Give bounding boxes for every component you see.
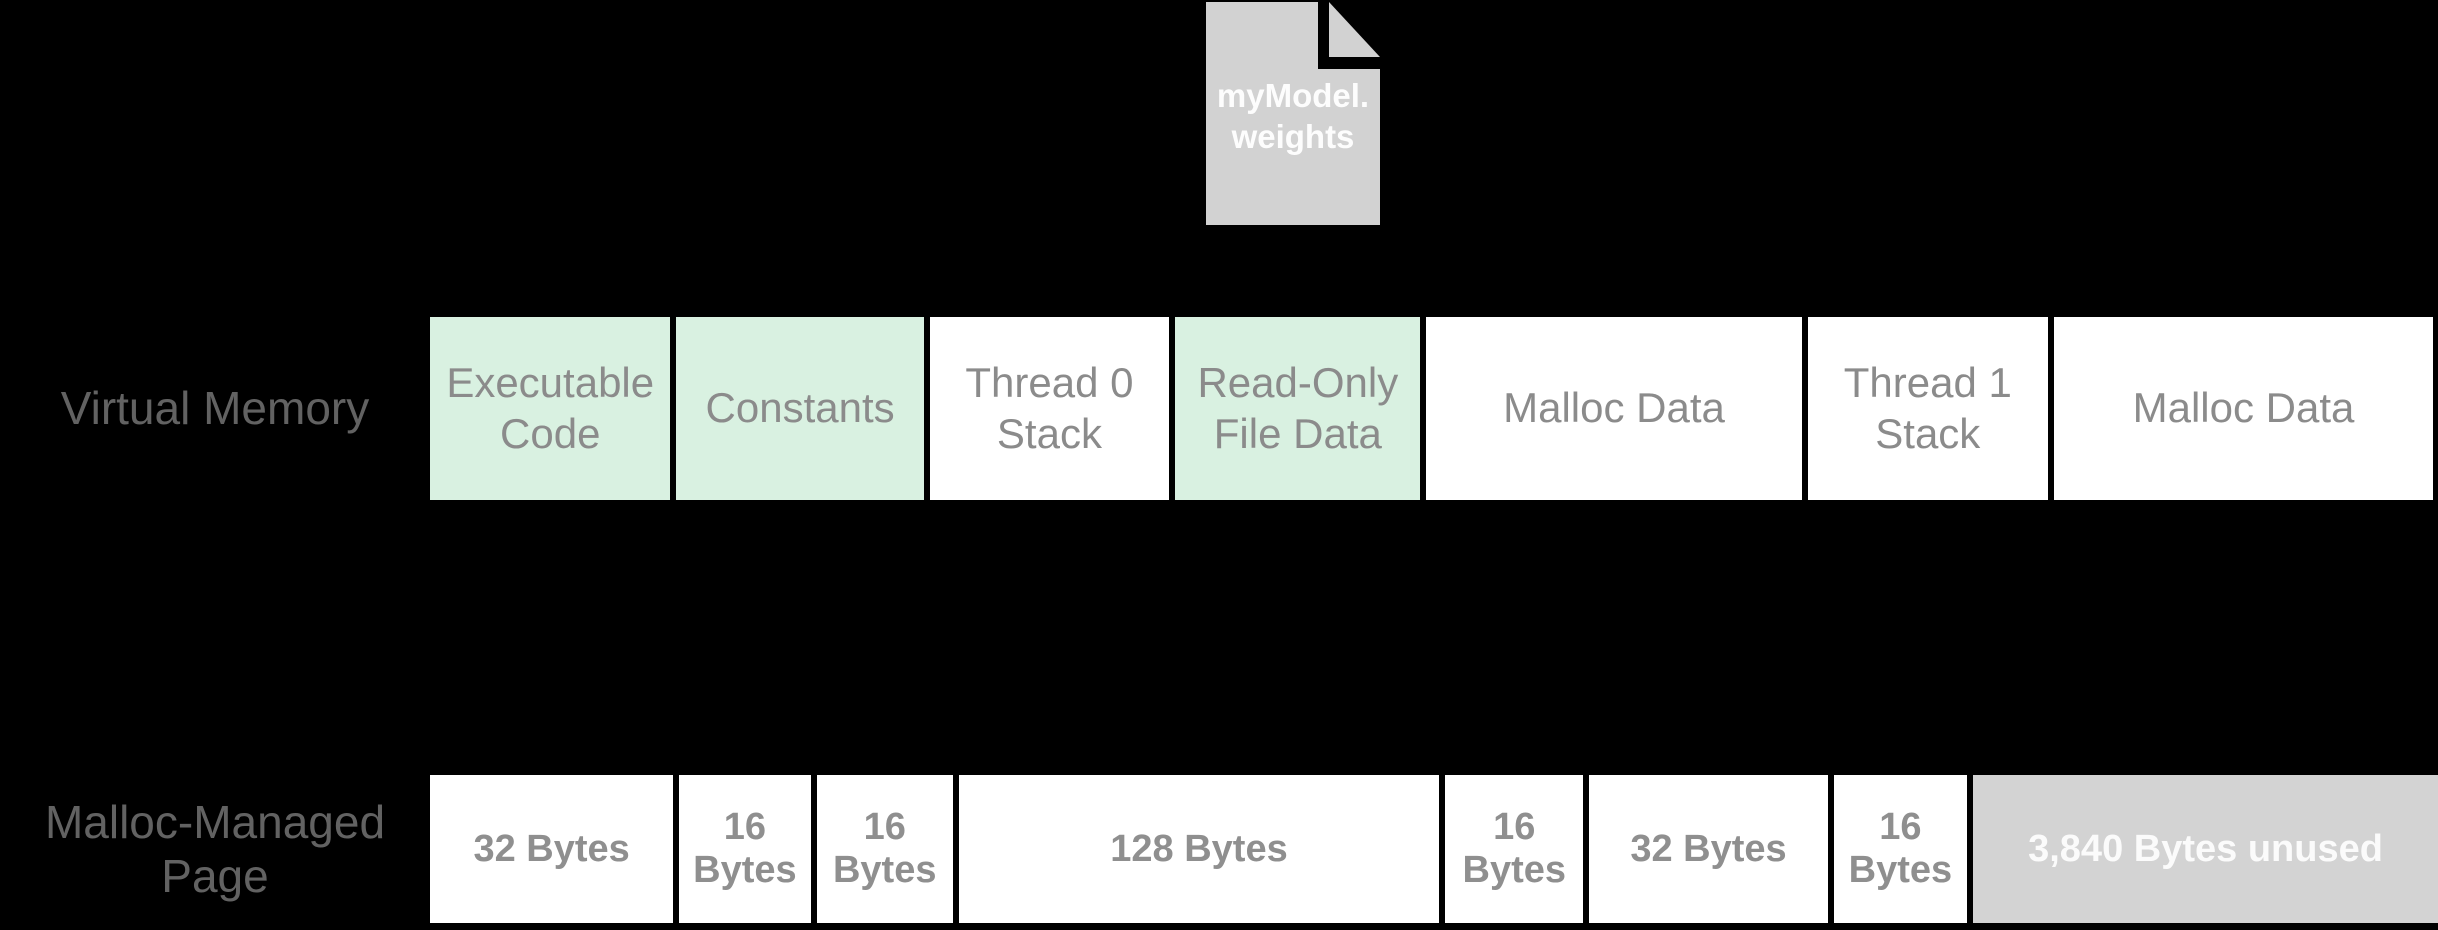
file-name-line1: myModel. xyxy=(1216,77,1370,115)
malloc-managed-page-segment: 128 Bytes xyxy=(958,775,1440,923)
virtual-memory-segment: Malloc Data xyxy=(1426,317,1802,500)
document-fold-corner-shape xyxy=(1329,2,1380,57)
virtual-memory-segment: Thread 0 Stack xyxy=(929,317,1170,500)
segment-label: 16 Bytes xyxy=(832,806,937,891)
segment-label: Thread 0 Stack xyxy=(965,359,1134,457)
malloc-managed-page-segment: 16 Bytes xyxy=(1833,775,1968,923)
file-icon-label: myModel. weights xyxy=(1206,2,1380,225)
document-body-shape xyxy=(1206,2,1380,225)
malloc-managed-page-segment: 16 Bytes xyxy=(1445,775,1584,923)
document-icon xyxy=(1206,2,1380,225)
segment-label: Executable Code xyxy=(446,359,655,457)
segment-label: Thread 1 Stack xyxy=(1843,359,2012,457)
segment-label: 32 Bytes xyxy=(473,827,630,870)
malloc-managed-page-segment: 32 Bytes xyxy=(430,775,674,923)
segment-label: Malloc Data xyxy=(1503,384,1725,432)
segment-label: Constants xyxy=(705,384,895,432)
segment-label: Malloc Data xyxy=(2132,384,2355,432)
malloc-managed-page-segment: 16 Bytes xyxy=(816,775,953,923)
virtual-memory-row-label: Virtual Memory xyxy=(60,382,370,435)
malloc-page-row-label: Malloc-Managed Page xyxy=(44,795,386,902)
segment-label: 128 Bytes xyxy=(1110,827,1288,870)
segment-label: 16 Bytes xyxy=(1462,806,1567,891)
malloc-managed-page-segment: 16 Bytes xyxy=(679,775,811,923)
malloc-page-row: 32 Bytes 16 Bytes 16 Bytes 128 Bytes 16 Byte… xyxy=(430,775,2438,923)
virtual-memory-segment: Read-Only File Data xyxy=(1175,317,1421,500)
segment-label: 3,840 Bytes unused xyxy=(2028,827,2383,870)
virtual-memory-segment: Constants xyxy=(676,317,924,500)
segment-label: 32 Bytes xyxy=(1630,827,1787,870)
weights-file-icon: myModel. weights xyxy=(1206,2,1380,225)
virtual-memory-segment: Thread 1 Stack xyxy=(1807,317,2049,500)
virtual-memory-segment: Malloc Data xyxy=(2054,317,2433,500)
segment-label: 16 Bytes xyxy=(1848,806,1953,891)
segment-label: 16 Bytes xyxy=(693,806,797,891)
file-name-line2: weights xyxy=(1231,117,1355,155)
virtual-memory-row: Executable Code Constants Thread 0 Stack Re… xyxy=(430,317,2433,500)
malloc-managed-page-segment: 3,840 Bytes unused xyxy=(1973,775,2438,923)
segment-label: Read-Only File Data xyxy=(1197,359,1399,457)
virtual-memory-segment: Executable Code xyxy=(430,317,671,500)
malloc-managed-page-segment: 32 Bytes xyxy=(1589,775,1828,923)
